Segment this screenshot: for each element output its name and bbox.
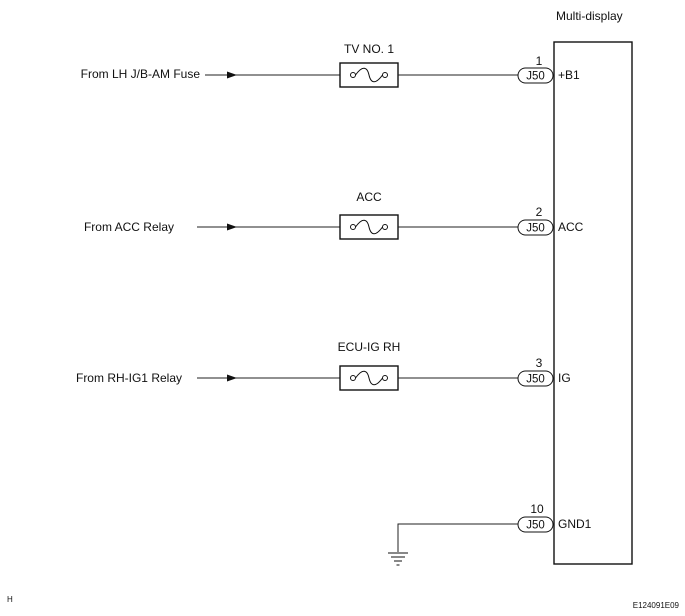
fuse-icon: [339, 214, 399, 240]
fuse-icon: [339, 365, 399, 391]
circuit-row: From ACC Relay ACC 2 J50 ACC: [84, 190, 584, 240]
pin-number: 3: [536, 356, 543, 370]
terminal-label: ACC: [558, 220, 584, 234]
terminal-label: +B1: [558, 68, 580, 82]
fuse-icon: [339, 62, 399, 88]
terminal-label: IG: [558, 371, 571, 385]
ground-circuit: 10 J50 GND1: [388, 502, 592, 566]
connector-badge: J50: [517, 219, 554, 236]
ground-icon: [388, 552, 408, 566]
pin-number: 2: [536, 205, 543, 219]
footer-left-code: H: [7, 595, 13, 604]
circuit-row: From RH-IG1 Relay ECU-IG RH 3 J50 IG: [76, 340, 571, 391]
footer-right-code: E124091E09: [633, 601, 680, 610]
arrow-right-icon: [227, 223, 237, 231]
source-label: From RH-IG1 Relay: [76, 371, 182, 385]
fuse-label: ECU-IG RH: [338, 340, 401, 354]
multi-display-box: [553, 41, 633, 565]
svg-text:J50: J50: [526, 223, 545, 235]
fuse-label: TV NO. 1: [344, 42, 394, 56]
module-label: Multi-display: [556, 9, 623, 23]
connector-badge: J50: [517, 516, 554, 533]
source-label: From LH J/B-AM Fuse: [81, 67, 201, 81]
svg-text:J50: J50: [526, 71, 545, 83]
source-label: From ACC Relay: [84, 220, 174, 234]
connector-badge: J50: [517, 67, 554, 84]
pin-number: 10: [530, 502, 544, 516]
fuse-label: ACC: [356, 190, 382, 204]
arrow-right-icon: [227, 374, 237, 382]
circuit-row: From LH J/B-AM Fuse TV NO. 1 1 J50 +B1: [81, 42, 580, 88]
connector-badge: J50: [517, 370, 554, 387]
terminal-label: GND1: [558, 517, 592, 531]
svg-text:J50: J50: [526, 374, 545, 386]
svg-text:J50: J50: [526, 520, 545, 532]
pin-number: 1: [536, 54, 543, 68]
arrow-right-icon: [227, 71, 237, 79]
